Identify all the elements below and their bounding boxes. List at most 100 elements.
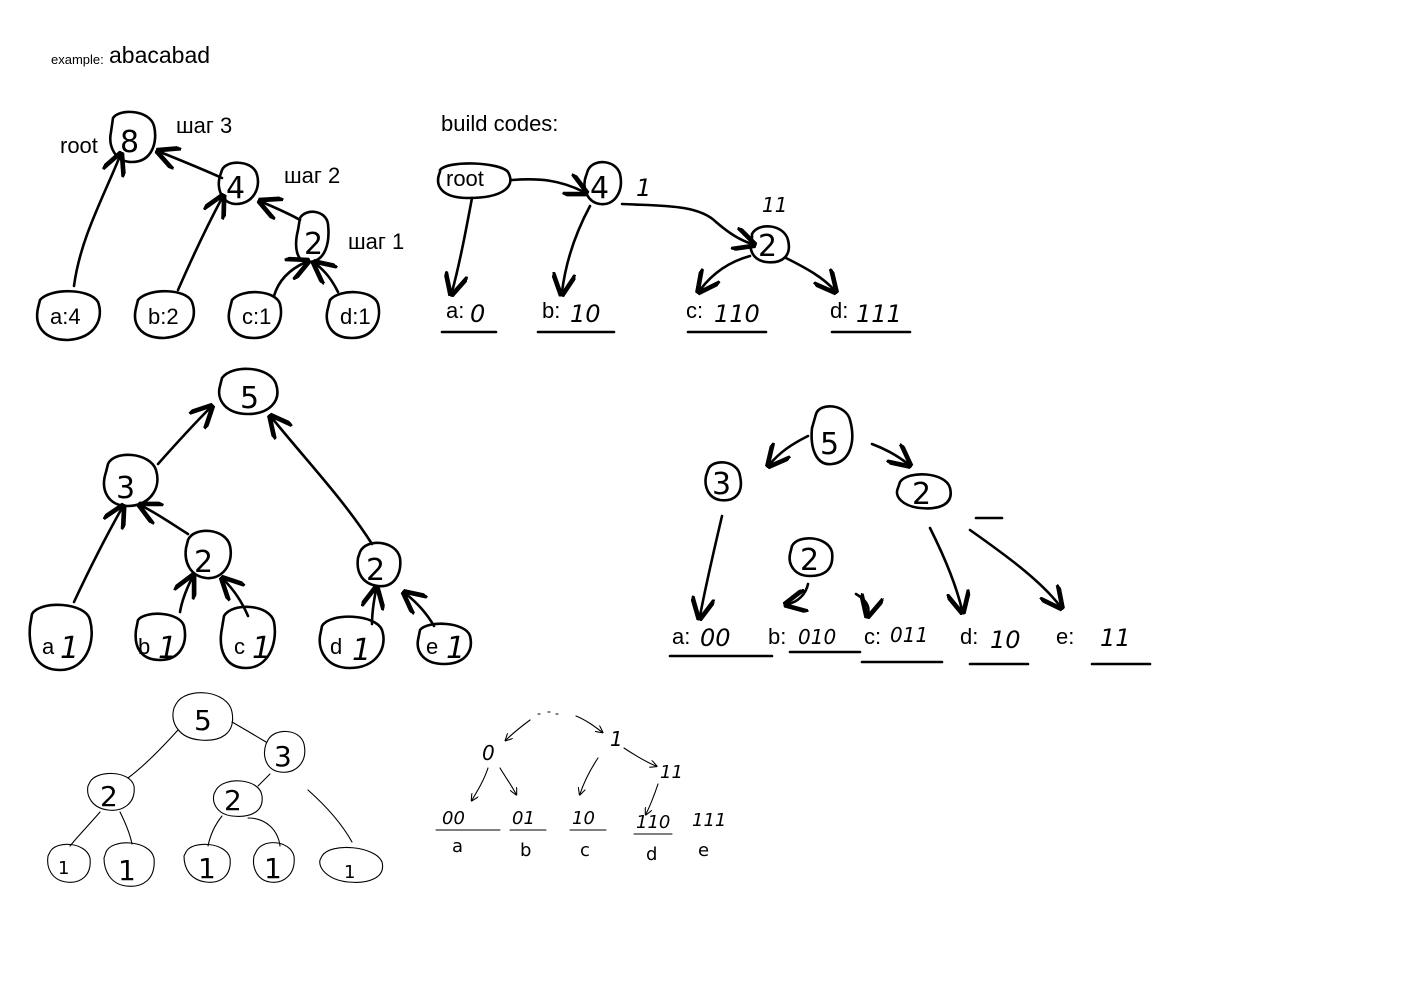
codes1-root-node bbox=[436, 162, 512, 200]
codes2-arrow-2mid-b bbox=[788, 582, 810, 604]
d3-root-node bbox=[172, 692, 234, 741]
d1-leaf-c bbox=[227, 290, 283, 340]
d3-edge-3-2b bbox=[257, 773, 271, 787]
codes2-node-2mid bbox=[788, 537, 834, 578]
d1-node-4-value: 4 bbox=[226, 171, 245, 206]
d2-leaf-a-key: a bbox=[42, 634, 55, 659]
codes2-root-value: 5 bbox=[820, 427, 839, 462]
d3-leaf-3 bbox=[183, 843, 231, 883]
d2-leaf-c-val: 1 bbox=[252, 631, 271, 666]
codes3-arrow-0-a bbox=[472, 767, 489, 800]
d3-node-2b-value: 2 bbox=[224, 784, 242, 817]
d2-leaf-a bbox=[28, 603, 93, 672]
codes2-node-2 bbox=[895, 472, 952, 510]
d1-arrow-b-4 bbox=[176, 198, 222, 292]
d3-node-3-value: 3 bbox=[274, 740, 292, 773]
d1-leaf-c-label: c:1 bbox=[242, 304, 271, 329]
codes3-arrow-1-11 bbox=[623, 747, 656, 766]
d1-arrow-c-2 bbox=[272, 262, 306, 298]
codes2-code-e: 11 bbox=[1100, 624, 1131, 652]
d1-arrow-d-2 bbox=[316, 264, 340, 294]
codes2-code-d: 10 bbox=[990, 626, 1021, 654]
d2-node-2a-value: 2 bbox=[194, 545, 213, 580]
d3-node-2a-value: 2 bbox=[100, 780, 118, 813]
d2-arrow-2b-5 bbox=[272, 418, 374, 546]
codes2-code-c: 011 bbox=[890, 623, 928, 647]
codes1-edge-1: 1 bbox=[636, 174, 651, 202]
codes3-arrow-1-c bbox=[580, 757, 599, 794]
codes1-key-c: c: bbox=[686, 298, 703, 323]
d2-arrow-3-5 bbox=[156, 408, 210, 466]
d2-arrow-c-2a bbox=[224, 580, 250, 618]
codes1-key-d: d: bbox=[830, 298, 848, 323]
d2-arrow-b-2a bbox=[180, 578, 192, 614]
d3-leaf-1-value: 1 bbox=[58, 858, 69, 879]
d2-leaf-a-val: 1 bbox=[60, 631, 79, 666]
d3-leaf-1 bbox=[47, 843, 91, 883]
codes3-arrow-root-1 bbox=[575, 715, 602, 732]
d2-leaf-d bbox=[318, 615, 385, 670]
codes2-node-3-value: 3 bbox=[712, 467, 731, 502]
codes1-arrow-root-a bbox=[452, 196, 474, 292]
d1-leaf-d bbox=[325, 290, 381, 340]
d1-root-label: root bbox=[60, 133, 98, 158]
codes3-key-a: a bbox=[452, 836, 463, 857]
example-prefix: example: bbox=[51, 52, 104, 67]
codes2-key-b: b: bbox=[768, 624, 786, 649]
codes1-arrow-2-c bbox=[700, 254, 752, 290]
d1-arrow-a-root bbox=[72, 156, 120, 288]
d2-arrow-2a-3 bbox=[142, 506, 190, 536]
d2-leaf-c bbox=[219, 605, 277, 670]
d3-node-2b bbox=[212, 780, 263, 817]
d1-node-2 bbox=[294, 210, 330, 264]
diagram2: 5 3 2 2 a 1 b 1 c 1 d 1 e 1 bbox=[28, 367, 473, 672]
codes3-arrow-root-0 bbox=[506, 719, 531, 740]
d2-leaf-b-val: 1 bbox=[158, 631, 177, 666]
codes3-key-c: c bbox=[580, 840, 590, 861]
codes1-root-label: root bbox=[446, 166, 484, 191]
codes2-arrow-5-3 bbox=[770, 434, 810, 464]
d1-step1: шаг 1 bbox=[348, 229, 404, 254]
d2-root-node bbox=[217, 367, 279, 416]
d2-node-2b-value: 2 bbox=[366, 553, 385, 588]
codes2-arrow-2-e bbox=[968, 528, 1060, 606]
codes1-key-b: b: bbox=[542, 298, 560, 323]
codes3-edge-11: 11 bbox=[660, 762, 683, 783]
d3-edge-5-3 bbox=[231, 721, 267, 743]
d2-leaf-e-key: e bbox=[426, 634, 438, 659]
d3-edge-3-5 bbox=[307, 789, 353, 843]
d2-leaf-b bbox=[134, 612, 187, 662]
d1-leaf-a bbox=[35, 289, 102, 342]
d3-node-2a bbox=[87, 772, 135, 811]
d1-arrow-4-root bbox=[160, 152, 224, 180]
codes2: 5 3 2 2 a: 00 b: 010 c: 011 d: 10 e: 11 bbox=[668, 405, 1152, 666]
d3-leaf-4-value: 1 bbox=[264, 852, 282, 885]
d1-step3: шаг 3 bbox=[176, 113, 232, 138]
codes3-code-b: 01 bbox=[512, 808, 535, 829]
codes2-code-b: 010 bbox=[798, 625, 836, 649]
d2-leaf-e bbox=[416, 622, 473, 666]
d2-leaf-c-key: c bbox=[234, 634, 245, 659]
codes1-node-4-value: 4 bbox=[590, 171, 609, 206]
d1-leaf-a-label: a:4 bbox=[50, 304, 81, 329]
d2-leaf-d-val: 1 bbox=[352, 633, 371, 668]
d1-step2: шаг 2 bbox=[284, 163, 340, 188]
codes2-root-node bbox=[810, 405, 854, 466]
d3-leaf-4 bbox=[252, 842, 295, 883]
d3-edge-2a-2 bbox=[119, 811, 133, 845]
codes2-node-2mid-value: 2 bbox=[800, 543, 819, 578]
codes2-key-a: a: bbox=[672, 624, 690, 649]
codes3-arrow-0-b bbox=[499, 767, 516, 794]
codes3: 0 1 11 00 a 01 b 10 c 110 d 111 e bbox=[435, 711, 726, 865]
diagram3: 5 3 2 2 1 1 1 1 1 bbox=[47, 692, 384, 887]
d2-arrow-a-3 bbox=[72, 508, 122, 604]
codes1-code-a: 0 bbox=[470, 300, 485, 328]
codes1-edge-11: 11 bbox=[762, 193, 787, 217]
codes3-key-d: d bbox=[646, 844, 657, 865]
codes2-arrow-3-a bbox=[700, 514, 724, 616]
codes1-code-c: 110 bbox=[714, 300, 760, 328]
d3-root-value: 5 bbox=[194, 704, 212, 737]
d1-root-value: 8 bbox=[120, 125, 139, 160]
codes1-arrow-4-b bbox=[562, 204, 592, 292]
codes2-arrow-2-d bbox=[928, 526, 962, 610]
